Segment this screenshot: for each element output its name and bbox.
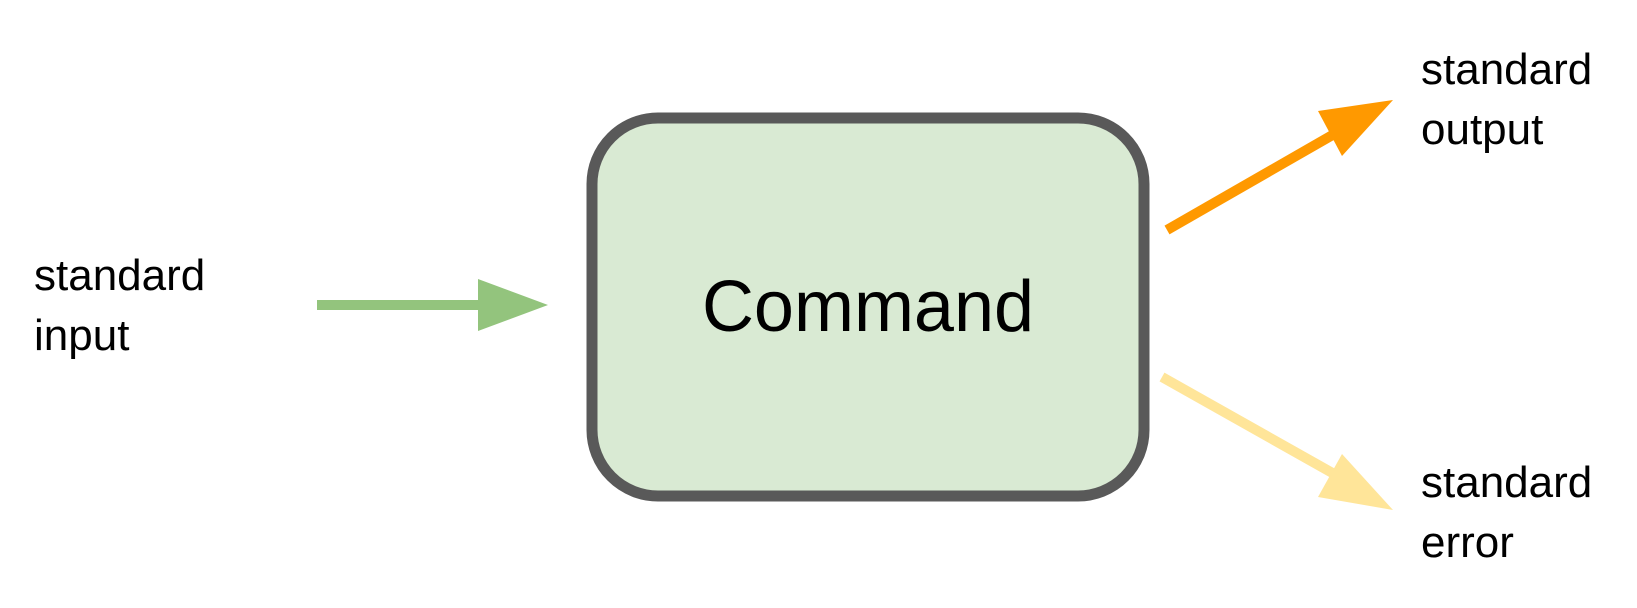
stderr-label-line2: error (1421, 518, 1514, 567)
stdin-arrow-icon (317, 279, 548, 331)
stderr-arrow-icon (1159, 372, 1393, 510)
stdout-arrow-icon (1164, 100, 1393, 235)
stderr-label: standard error (1421, 453, 1592, 573)
stdout-label: standard output (1421, 40, 1592, 160)
stdin-label-line2: input (34, 311, 130, 360)
stdin-label: standard input (34, 246, 205, 366)
stdout-label-line1: standard (1421, 45, 1593, 94)
stderr-label-line1: standard (1421, 458, 1593, 507)
stdin-label-line1: standard (34, 251, 206, 300)
stdout-label-line2: output (1421, 105, 1544, 154)
command-label: Command (701, 267, 1035, 347)
command-box (586, 112, 1150, 502)
